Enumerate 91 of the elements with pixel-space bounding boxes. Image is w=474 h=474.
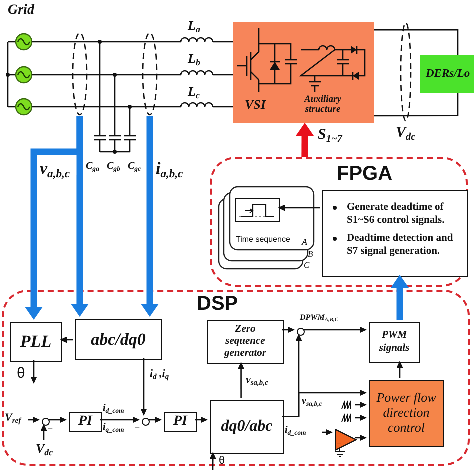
arrow <box>210 452 216 470</box>
sign-label: + <box>146 405 151 414</box>
card-letter: B <box>308 250 314 260</box>
block-label: Zero sequence generator <box>223 324 268 360</box>
block-label: PI <box>174 414 188 430</box>
block-label: Auxiliary structure <box>303 95 342 116</box>
arrow <box>355 434 367 442</box>
edge-label: i$_{d_com}$ <box>103 403 124 414</box>
block-box <box>164 412 197 432</box>
wire <box>374 93 459 117</box>
arrow <box>396 361 404 378</box>
summing-junction <box>142 418 150 426</box>
text-label: C$_{gb}$ <box>107 161 120 172</box>
control-block <box>369 380 444 447</box>
text-label: L$_{a}$ <box>188 19 200 34</box>
text-label: C$_{ga}$ <box>86 161 100 172</box>
card-letter: C <box>304 261 310 270</box>
group-title: FPGA <box>337 163 393 185</box>
block-label: PLL <box>20 332 52 352</box>
block-box <box>75 319 162 360</box>
edge-label: θ <box>17 366 26 382</box>
bullet-text: Deadtime detection and S7 signal generation. <box>347 232 454 258</box>
edge-label: θ <box>219 455 226 468</box>
arrow <box>282 390 367 418</box>
sign-label: − <box>48 425 54 435</box>
arrow <box>70 116 89 317</box>
arrow <box>322 429 333 436</box>
block-label: PWM signals <box>378 330 411 355</box>
text-label: L$_{b}$ <box>188 52 200 66</box>
sign-label: − <box>135 424 140 434</box>
bullet-text: Generate deadtime of S1~S6 control signals. <box>347 201 446 228</box>
arrow <box>195 416 208 424</box>
arrow <box>140 358 148 416</box>
arrow <box>303 326 367 334</box>
edge-label: v$_{sa,b,c}$ <box>246 374 268 386</box>
edge-label: i$_{a,b,c}$ <box>156 160 184 179</box>
arrow <box>355 414 367 422</box>
text-label: V$_{dc}$ <box>396 125 416 142</box>
arrow <box>148 416 162 424</box>
summing-junction <box>42 418 50 426</box>
arrow <box>30 360 38 384</box>
block-label: Time sequence <box>236 236 290 245</box>
arrow <box>40 424 48 440</box>
sign-label: + <box>288 319 293 328</box>
block-label: dq0/abc <box>221 418 273 436</box>
block-label: VSI <box>245 98 266 112</box>
text-label: i$_{q_com}$ <box>103 422 124 433</box>
arrow <box>278 204 320 212</box>
edge-label: v$_{a,b,c}$ <box>40 160 70 179</box>
edge-label: DPWM$_{A,B,C}$ <box>300 314 338 323</box>
arrow <box>60 336 73 344</box>
edge-label: v$_{sa,b,c}$ <box>302 396 322 407</box>
text-label: Grid <box>8 3 34 18</box>
block-label: Power flow direction control <box>376 391 438 436</box>
converter-block <box>233 22 374 123</box>
edge-label: S$_{1~7}$ <box>318 127 342 144</box>
text-panel <box>322 190 468 277</box>
block-label: DERs/Lo <box>426 68 470 80</box>
arrow <box>141 116 159 317</box>
block-box <box>369 322 420 363</box>
block-box <box>10 322 62 362</box>
summing-junction <box>297 328 305 336</box>
edge-label: V$_{dc}$ <box>36 442 54 456</box>
edge-label: V$_{ref}$ <box>5 412 22 424</box>
sign-label: − <box>337 440 342 449</box>
arrow <box>238 362 244 398</box>
text-label: C$_{gc}$ <box>128 161 142 172</box>
block-box <box>207 320 284 364</box>
block-label: abc/dq0 <box>91 330 146 350</box>
block-box <box>210 400 284 454</box>
arrow <box>25 116 84 320</box>
text-label: L$_{c}$ <box>188 85 200 100</box>
edge-label: i$_{d}$ ,i$_{q}$ <box>150 368 170 380</box>
arrow <box>355 402 367 408</box>
edge-label: i$_{d_com}$ <box>285 425 306 436</box>
dashed-group-border <box>2 290 470 466</box>
block-label: PI <box>78 414 92 430</box>
arrow <box>296 123 314 158</box>
group-title: DSP <box>197 293 238 315</box>
arrow <box>391 275 409 320</box>
block-box <box>69 412 102 432</box>
sign-label: + <box>302 334 307 343</box>
load-block <box>420 55 474 93</box>
arrow <box>100 416 140 424</box>
dashed-group-border <box>210 157 468 287</box>
arrow <box>282 326 295 334</box>
wire <box>374 29 459 55</box>
arrow <box>28 416 40 424</box>
sign-label: + <box>37 409 42 418</box>
arrow <box>48 416 67 424</box>
card-letter: A <box>302 238 308 248</box>
